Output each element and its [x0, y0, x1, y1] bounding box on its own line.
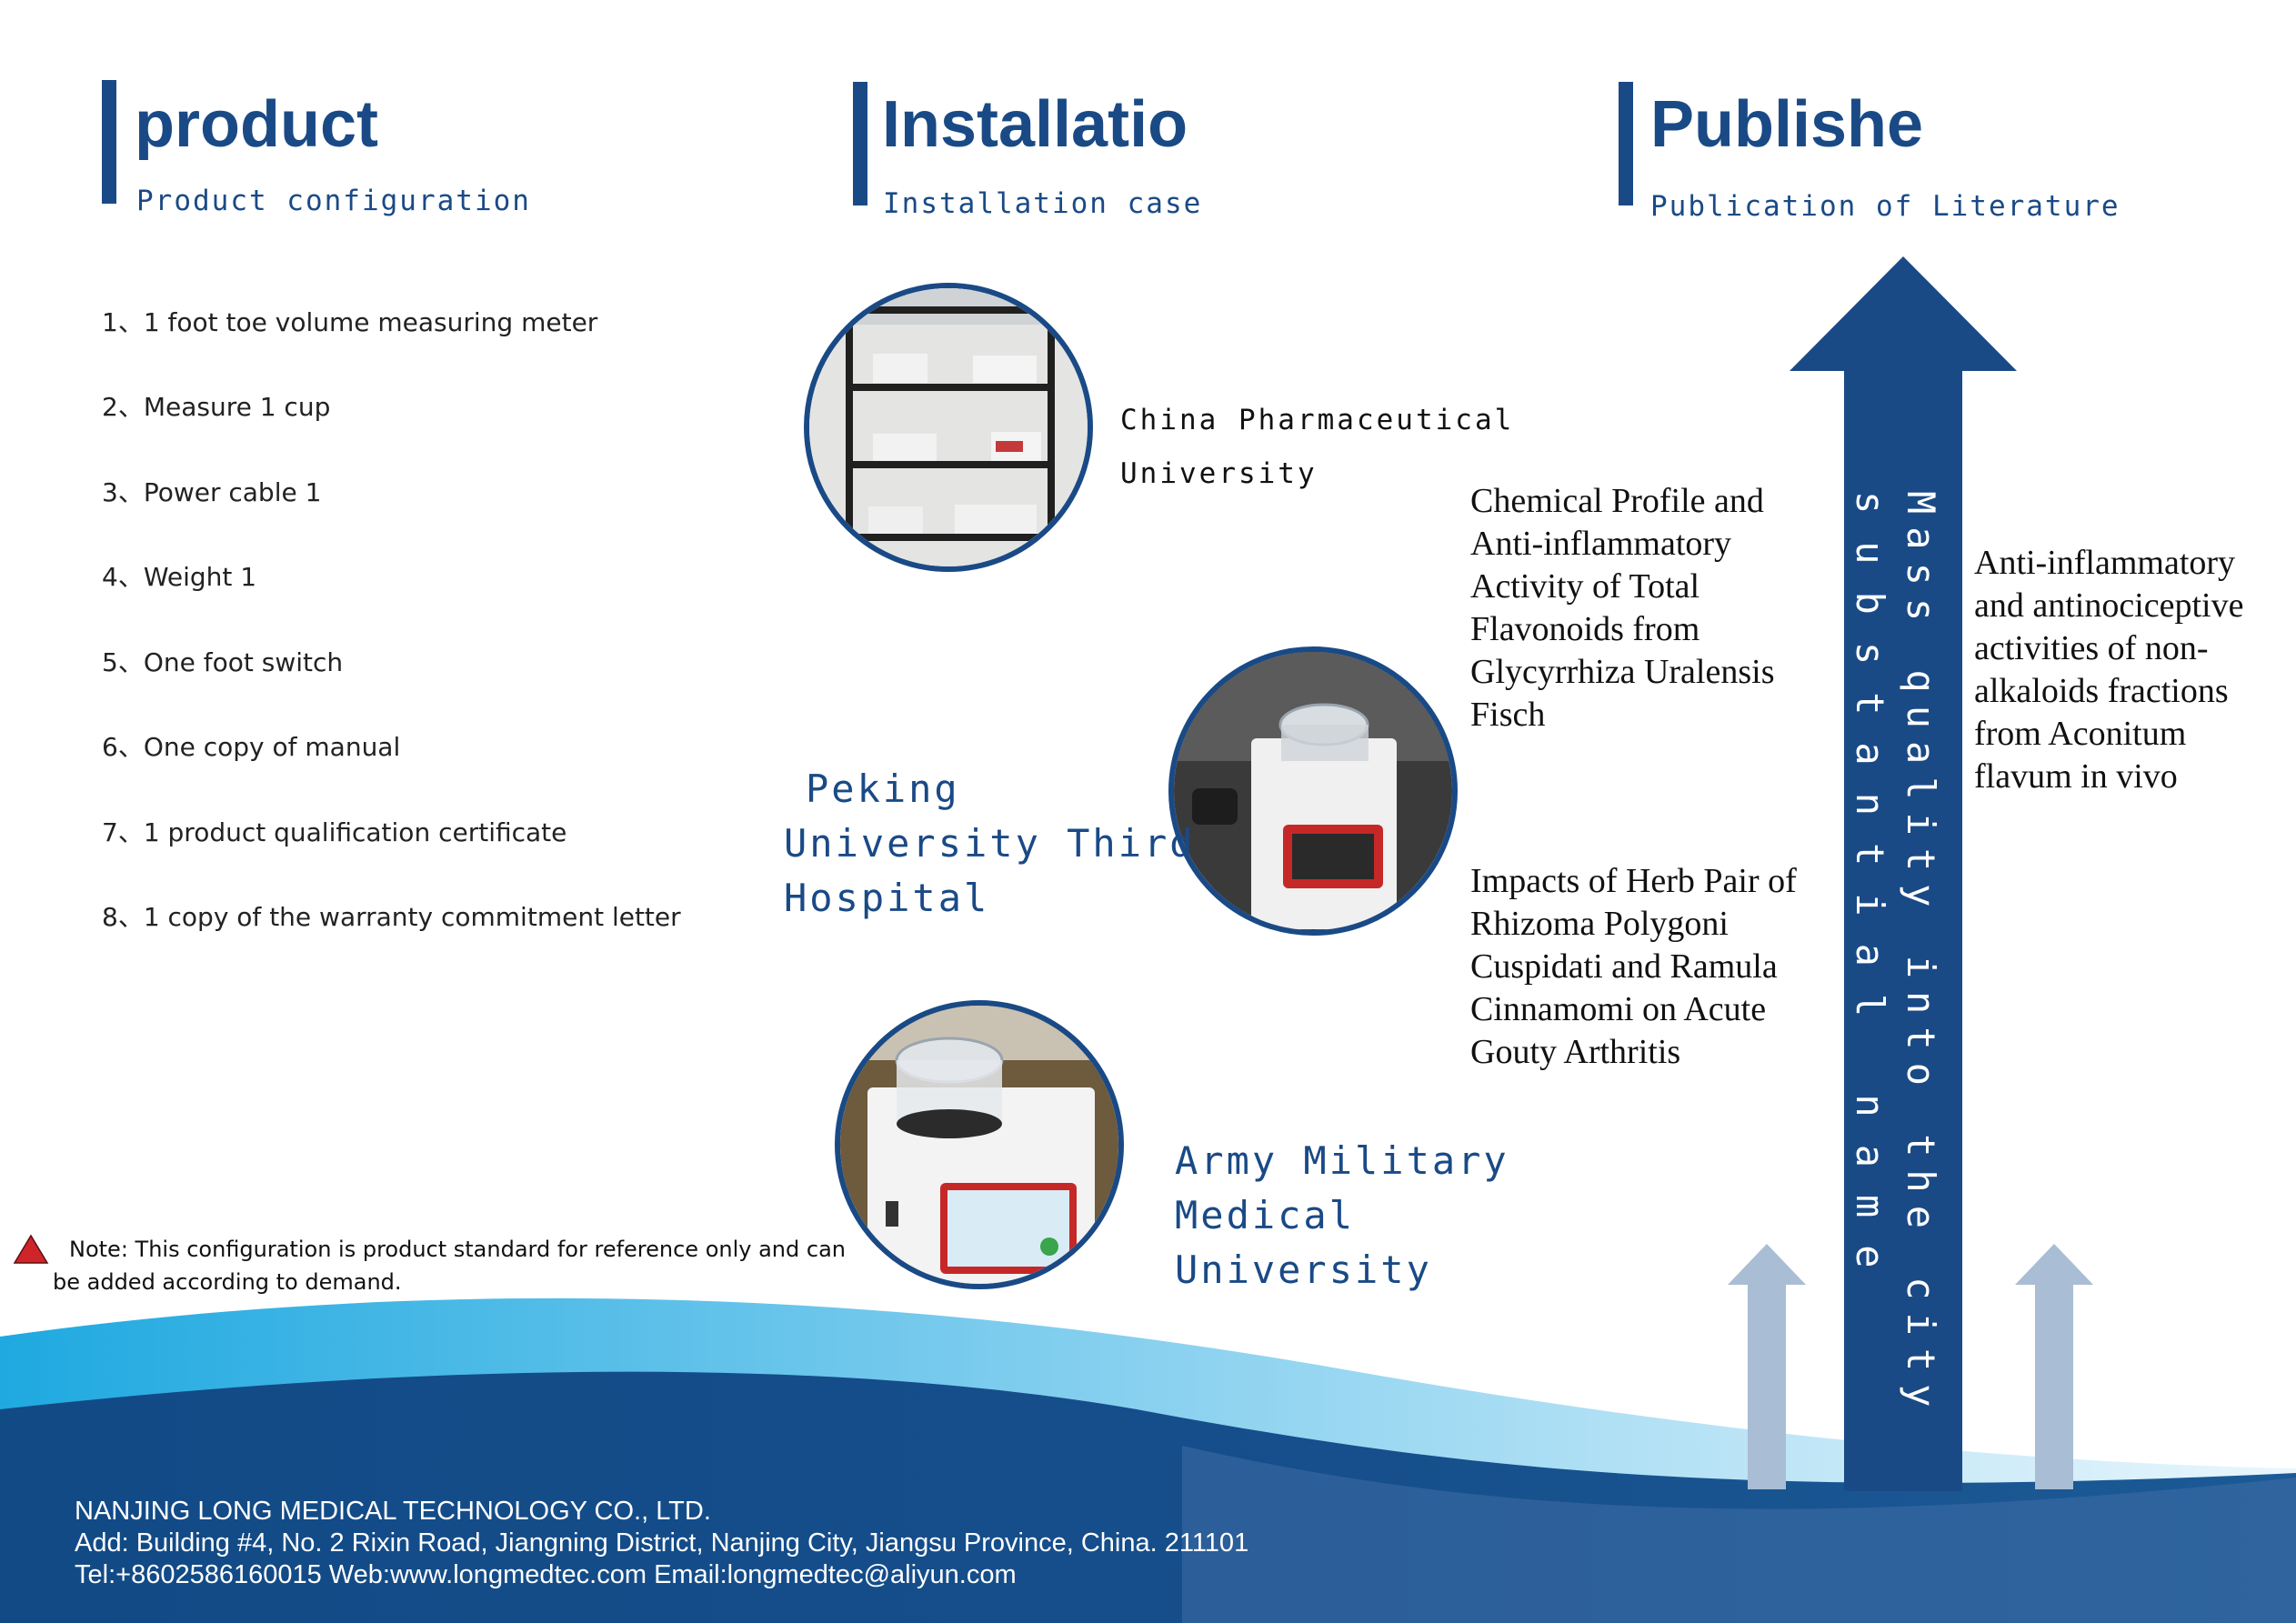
footer-contact: Tel:+8602586160015 Web:www.longmedtec.co…	[75, 1560, 1017, 1589]
config-item-7: 7、1 product qualification certificate	[102, 817, 567, 847]
small-arrow-right-icon	[2015, 1244, 2093, 1489]
footer-company: NANJING LONG MEDICAL TECHNOLOGY CO., LTD…	[75, 1497, 711, 1526]
config-item-1: 1、1 foot toe volume measuring meter	[102, 307, 598, 337]
product-section-subtitle: Product configuration	[136, 185, 531, 217]
small-arrow-left-icon	[1728, 1244, 1806, 1489]
publish-title-bar	[1619, 82, 1633, 205]
footer-address: Add: Building #4, No. 2 Rixin Road, Jian…	[75, 1528, 1249, 1558]
site-army-line3: University	[1175, 1247, 1432, 1292]
paper-gouty-arthritis: Impacts of Herb Pair of Rhizoma Polygoni…	[1470, 862, 1797, 1071]
publish-section-title: Publishe	[1650, 88, 1924, 161]
site-peking-line1: Peking	[806, 766, 960, 811]
installation-section-subtitle: Installation case	[883, 187, 1203, 220]
site-china-pharmaceutical-line1: China Pharmaceutical	[1120, 404, 1515, 436]
arrow-text-line1: Mass quality into the city	[1899, 491, 1943, 1420]
site-army-line1: Army Military	[1175, 1138, 1509, 1183]
site-army-line2: Medical	[1175, 1193, 1356, 1237]
warning-triangle-icon	[13, 1234, 49, 1264]
product-section-title: product	[135, 88, 378, 161]
installation-title-bar	[853, 82, 867, 205]
installation-photo-device	[1168, 646, 1458, 936]
publish-section-subtitle: Publication of Literature	[1650, 190, 2121, 223]
config-item-8: 8、1 copy of the warranty commitment lett…	[102, 902, 681, 932]
product-title-bar	[102, 80, 116, 204]
paper-aconitum: Anti-inflammatory and antinociceptive ac…	[1974, 544, 2244, 796]
site-china-pharmaceutical-line2: University	[1120, 457, 1318, 490]
installation-section-title: Installatio	[882, 88, 1188, 161]
growth-arrow-graphic	[1790, 256, 2017, 1491]
config-item-5: 5、One foot switch	[102, 647, 344, 677]
installation-photo-shelf	[804, 283, 1093, 572]
paper-glycyrrhiza: Chemical Profile and Anti-inflammatory A…	[1470, 482, 1775, 734]
config-item-3: 3、Power cable 1	[102, 477, 322, 507]
footer-wave	[0, 1297, 2296, 1623]
installation-photo-touchscreen	[835, 1000, 1124, 1289]
config-item-4: 4、Weight 1	[102, 562, 257, 592]
configuration-note: Note: This configuration is product stan…	[53, 1237, 846, 1295]
site-peking-line2: University Third	[784, 821, 1196, 866]
arrow-text-line2: substantial name	[1848, 491, 1892, 1296]
site-peking-line3: Hospital	[784, 876, 990, 920]
config-item-6: 6、One copy of manual	[102, 732, 401, 762]
config-item-2: 2、Measure 1 cup	[102, 392, 331, 422]
